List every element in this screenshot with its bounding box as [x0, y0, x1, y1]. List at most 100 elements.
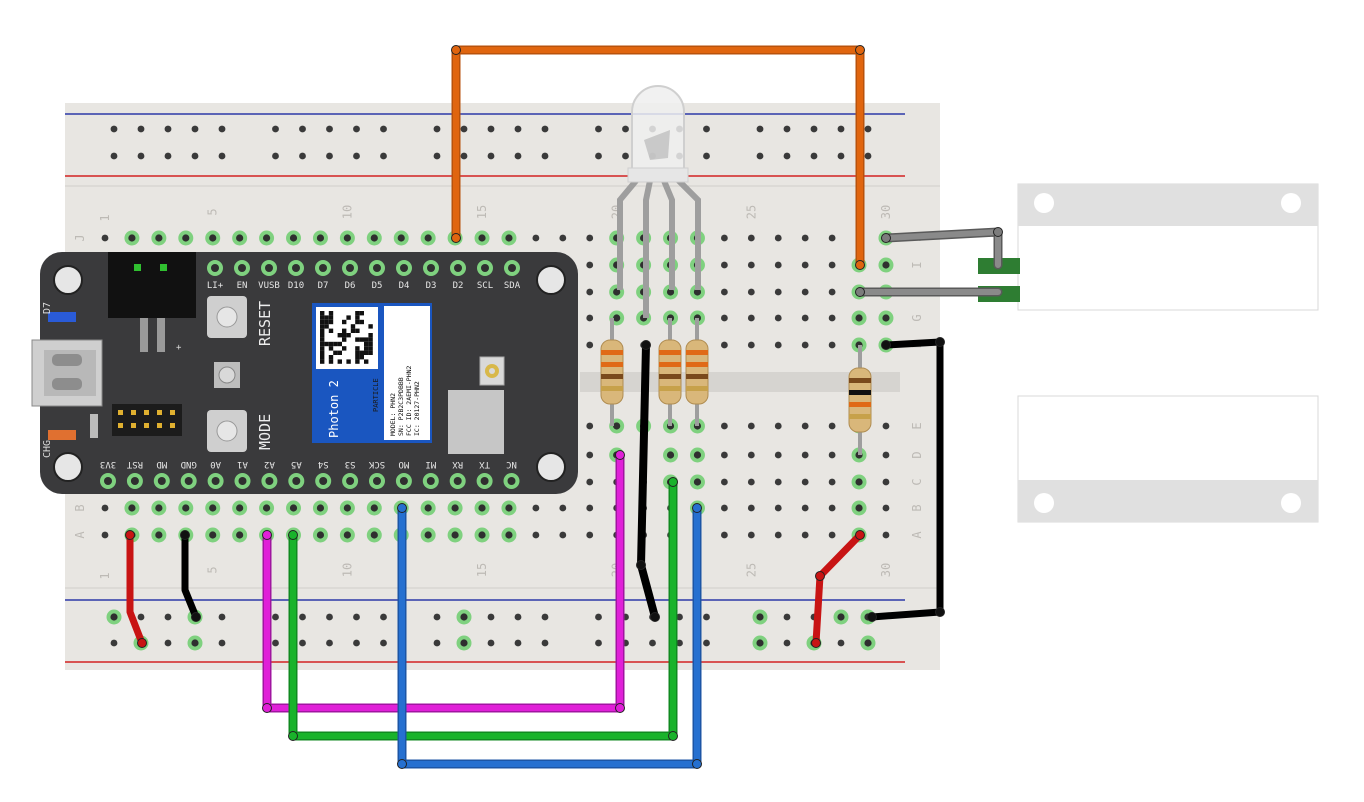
hole	[783, 639, 791, 647]
row-label: J	[73, 234, 87, 241]
qr-cell	[355, 337, 360, 342]
pin-label: A2	[264, 459, 275, 469]
header-pin	[144, 423, 149, 428]
hole	[783, 125, 791, 133]
hole	[272, 125, 279, 133]
hole	[326, 125, 333, 133]
pin-label: S4	[318, 459, 329, 469]
chg-led	[48, 430, 76, 440]
resistors	[600, 318, 872, 455]
hole	[541, 639, 549, 647]
hole	[191, 152, 199, 160]
resistor-body	[685, 339, 709, 405]
hole	[137, 152, 145, 160]
photon2-board: + D7 CHG RESET MODE Photon 2 PARTICLE MO…	[31, 252, 578, 494]
hole	[837, 613, 845, 621]
hole	[101, 234, 109, 242]
hole	[828, 288, 836, 296]
row-label: D	[910, 451, 924, 458]
hole	[424, 504, 432, 512]
qr-cell	[355, 359, 360, 364]
column-label: 5	[206, 566, 220, 573]
pin-hole	[130, 477, 139, 485]
hole	[828, 341, 836, 349]
column-label: 30	[879, 563, 893, 577]
hole	[747, 478, 755, 486]
mode-button[interactable]	[216, 420, 238, 442]
hole	[433, 125, 441, 133]
resistor-body	[600, 339, 624, 405]
row-label: B	[73, 504, 87, 511]
hole	[299, 125, 306, 133]
qr-code-icon	[320, 311, 373, 364]
hole	[828, 531, 836, 539]
resistor-band	[849, 414, 871, 419]
qr-cell	[355, 355, 360, 360]
pin-label: D6	[345, 281, 356, 291]
hole	[326, 613, 333, 621]
sensor-screw-icon	[1034, 193, 1054, 213]
hole	[451, 531, 459, 539]
hole	[559, 504, 567, 512]
hole	[316, 504, 325, 512]
pin-label: RX	[452, 459, 463, 469]
header-frame	[112, 404, 182, 436]
hole	[353, 639, 360, 647]
wire-end	[451, 45, 461, 55]
hole	[380, 613, 387, 621]
hole	[882, 504, 890, 512]
qr-cell	[359, 319, 364, 325]
qr-cell	[346, 333, 351, 338]
qr-cell	[359, 350, 364, 355]
qr-cell	[355, 328, 360, 333]
hole	[586, 288, 594, 296]
qr-cell	[320, 328, 325, 333]
pin-hole	[507, 477, 516, 485]
wire-end	[180, 530, 190, 540]
hole	[747, 422, 755, 430]
wire-end	[451, 233, 461, 243]
hole	[433, 639, 441, 647]
qr-cell	[328, 315, 334, 320]
qr-cell	[355, 315, 360, 320]
qr-cell	[328, 319, 334, 325]
wire-end	[692, 759, 702, 769]
wire-end	[615, 450, 625, 460]
pin-label: SCK	[368, 459, 385, 469]
hole	[343, 504, 351, 512]
resistor-band	[849, 390, 871, 395]
wire-end	[867, 612, 877, 622]
pin-hole	[427, 264, 435, 272]
hole	[693, 288, 702, 296]
resistor-band	[601, 386, 623, 391]
mounting-hole-icon	[53, 452, 83, 482]
reset-button[interactable]	[216, 306, 238, 328]
wire-end	[855, 530, 865, 540]
pin-hole	[399, 477, 408, 485]
mounting-hole-icon	[536, 265, 566, 295]
column-label: 15	[475, 563, 489, 577]
resistor-band	[659, 386, 681, 391]
hole	[774, 504, 782, 512]
wire-end	[668, 731, 678, 741]
pin-label: RST	[126, 459, 143, 469]
pin-label: MI	[425, 459, 436, 469]
hole	[747, 288, 755, 296]
rgb-led	[617, 85, 701, 318]
qr-cell	[346, 315, 351, 320]
wire-end	[935, 337, 945, 347]
hole	[756, 125, 764, 133]
wire-end	[935, 607, 945, 617]
hole	[559, 234, 567, 242]
module-info-line: IC: 20127-PHN2	[413, 381, 421, 436]
hole	[747, 531, 755, 539]
magnet-screw-icon	[1034, 493, 1054, 513]
hole	[801, 478, 809, 486]
header-pin	[170, 423, 175, 428]
pin-hole	[265, 264, 273, 272]
hole	[828, 504, 836, 512]
qr-cell	[359, 337, 364, 342]
resistor-band	[601, 362, 623, 367]
hole	[182, 504, 190, 512]
